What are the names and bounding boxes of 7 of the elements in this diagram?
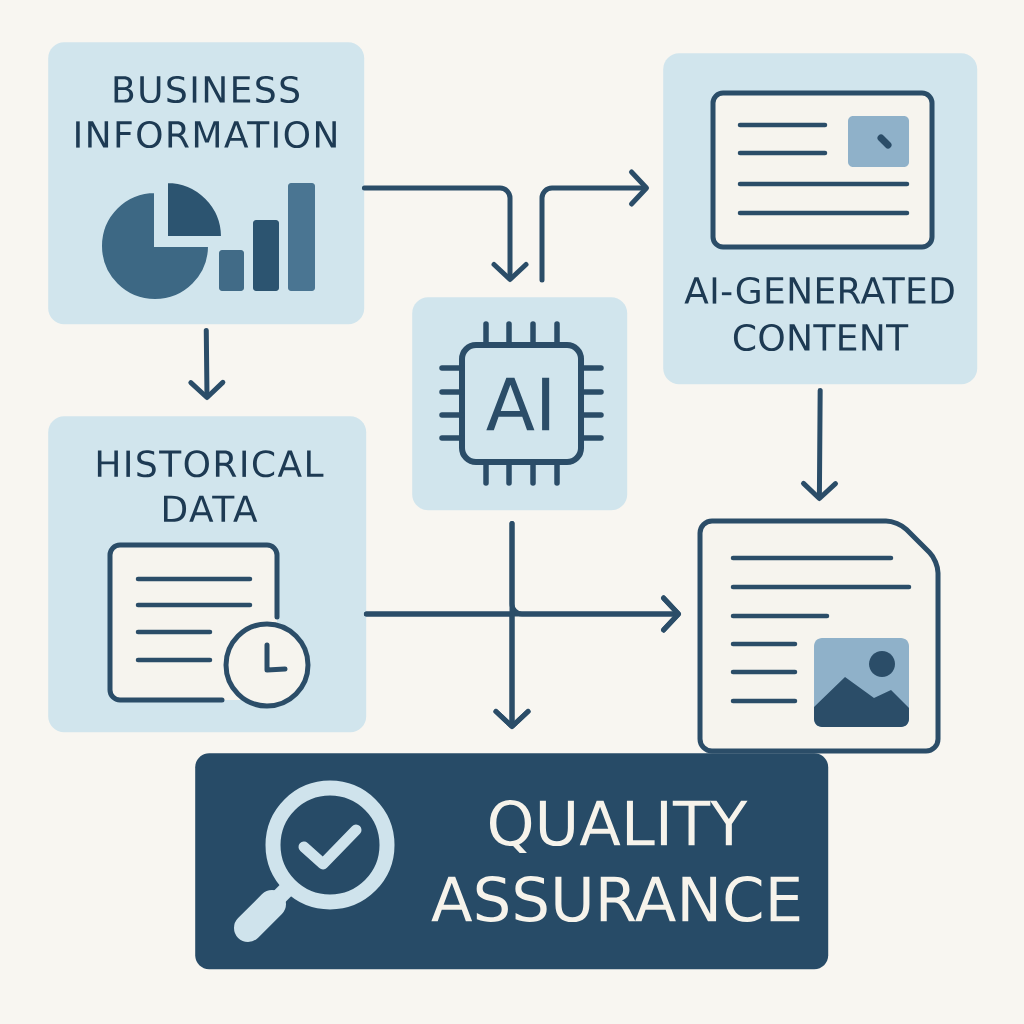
- process-box: QUALITY ASSURANCE: [195, 753, 829, 970]
- arrow: [539, 169, 649, 283]
- arrow: [361, 185, 529, 282]
- arrow: [188, 327, 226, 400]
- document-drawing: [697, 518, 941, 754]
- arrow: [493, 520, 531, 729]
- arrow: [801, 387, 838, 501]
